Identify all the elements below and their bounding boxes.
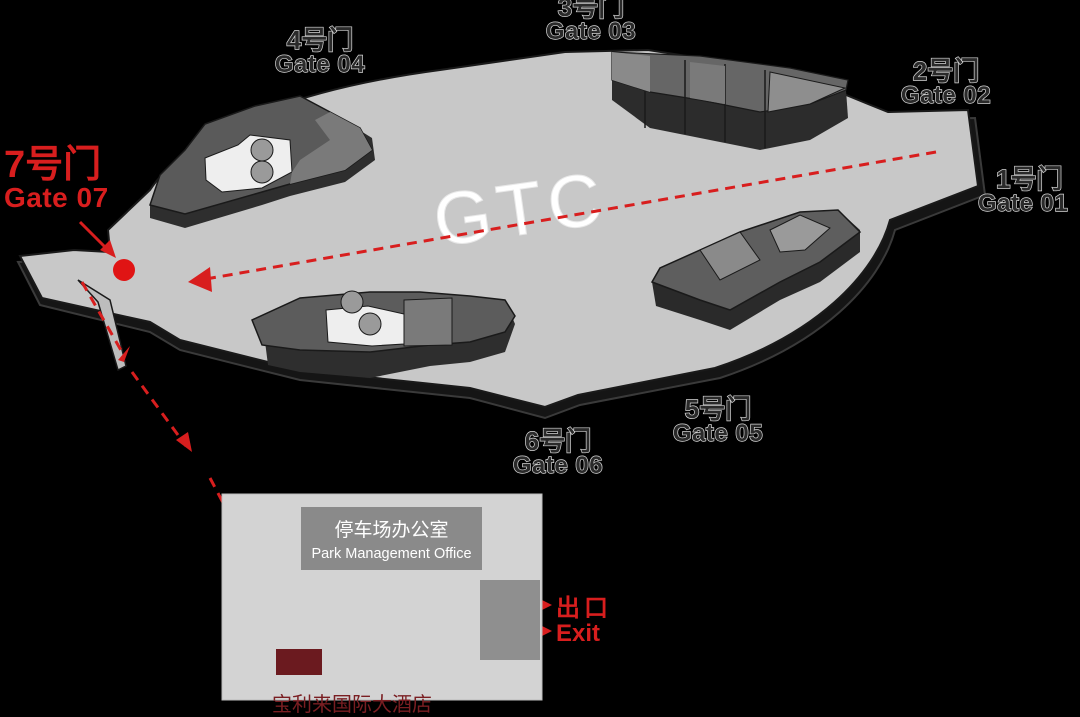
map-drawing: GTC (16, 48, 987, 701)
gate-03-cn: 3号门 (557, 0, 625, 22)
gate-04-cn: 4号门 (286, 25, 354, 55)
gate-05-en: Gate 05 (672, 420, 764, 447)
gate-03-label: 3号门 Gate 03 (536, 0, 646, 44)
exit-label-cn: 出口 (556, 595, 612, 622)
gate-06-en: Gate 06 (512, 452, 604, 479)
gate-04-en: Gate 04 (274, 51, 366, 78)
hotel-block (276, 649, 322, 675)
office-label-cn: 停车场办公室 (334, 520, 449, 541)
gate07-pointer (78, 220, 110, 252)
exit-label: 出口 Exit (556, 595, 612, 648)
gate-05-cn: 5号门 (684, 394, 752, 424)
gate-06-label: 6号门 Gate 06 (502, 426, 614, 479)
gate-05-label: 5号门 Gate 05 (662, 394, 774, 447)
building-southeast (650, 209, 862, 330)
exit-zone (480, 580, 540, 660)
gate-02-label: 2号门 Gate 02 (890, 56, 1002, 109)
gate07-pointer-head (100, 240, 116, 258)
park-management-office: 停车场办公室 Park Management Office (301, 507, 482, 570)
gate-04-label: 4号门 Gate 04 (266, 25, 374, 78)
gate-07-label: 7号门 Gate 07 (4, 146, 136, 212)
building-north (611, 51, 849, 150)
gtc-parking-map: GTC 4号门 Gate 04 3号门 Gate 03 2号门 Gate 02 … (4, 0, 1080, 716)
gate-01-en: Gate 01 (977, 190, 1069, 217)
gate-03-en: Gate 03 (545, 18, 637, 45)
building-northwest (149, 95, 375, 228)
office-label-en: Park Management Office (311, 546, 472, 562)
gate07-corridor (77, 279, 127, 372)
gate-06-cn: 6号门 (524, 426, 592, 456)
gate-02-en: Gate 02 (900, 82, 992, 109)
gate-01-label: 1号门 Gate 01 (977, 164, 1080, 217)
gate-01-cn: 1号门 (995, 164, 1063, 194)
hotel-label: 宝利来国际大酒店 (272, 694, 432, 716)
gate07-marker (113, 259, 135, 281)
gate-02-cn: 2号门 (912, 56, 980, 86)
building-southwest (251, 290, 516, 378)
gate-07-en: Gate 07 (4, 182, 109, 213)
exit-label-en: Exit (556, 620, 601, 648)
gate-07-cn: 7号门 (4, 144, 102, 186)
